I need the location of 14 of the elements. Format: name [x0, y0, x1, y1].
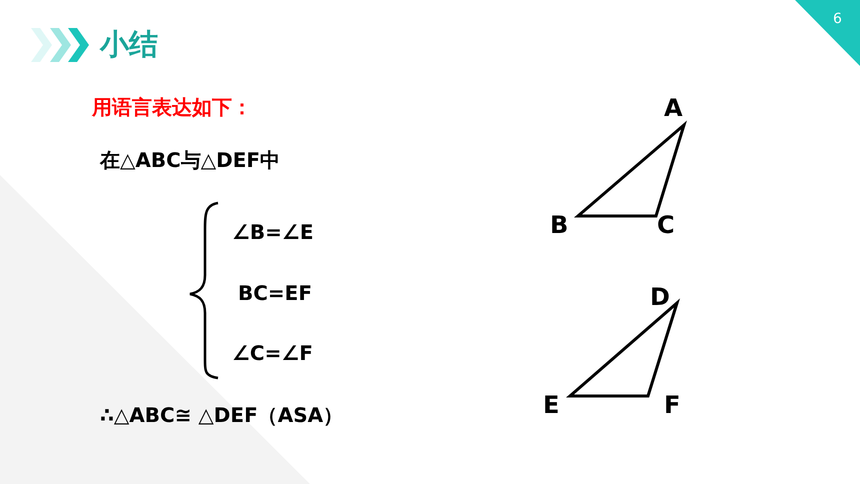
- conclusion-text: ∴△ABC≅ △DEF（ASA）: [100, 405, 344, 425]
- vertex-label: E: [543, 393, 560, 417]
- condition-text: ∠B=∠E: [232, 222, 314, 242]
- vertex-label: D: [650, 285, 670, 309]
- vertex-label: B: [550, 213, 568, 237]
- heading-text: 用语言表达如下：: [92, 97, 252, 117]
- vertex-label: F: [664, 393, 680, 417]
- vertex-label: A: [664, 96, 683, 120]
- slide-number: 6: [833, 12, 842, 26]
- slide-title: 小结: [100, 30, 158, 59]
- statement-text: 在△ABC与△DEF中: [100, 150, 280, 170]
- condition-text: BC=EF: [238, 283, 312, 303]
- vertex-label: C: [657, 213, 675, 237]
- condition-text: ∠C=∠F: [232, 343, 313, 363]
